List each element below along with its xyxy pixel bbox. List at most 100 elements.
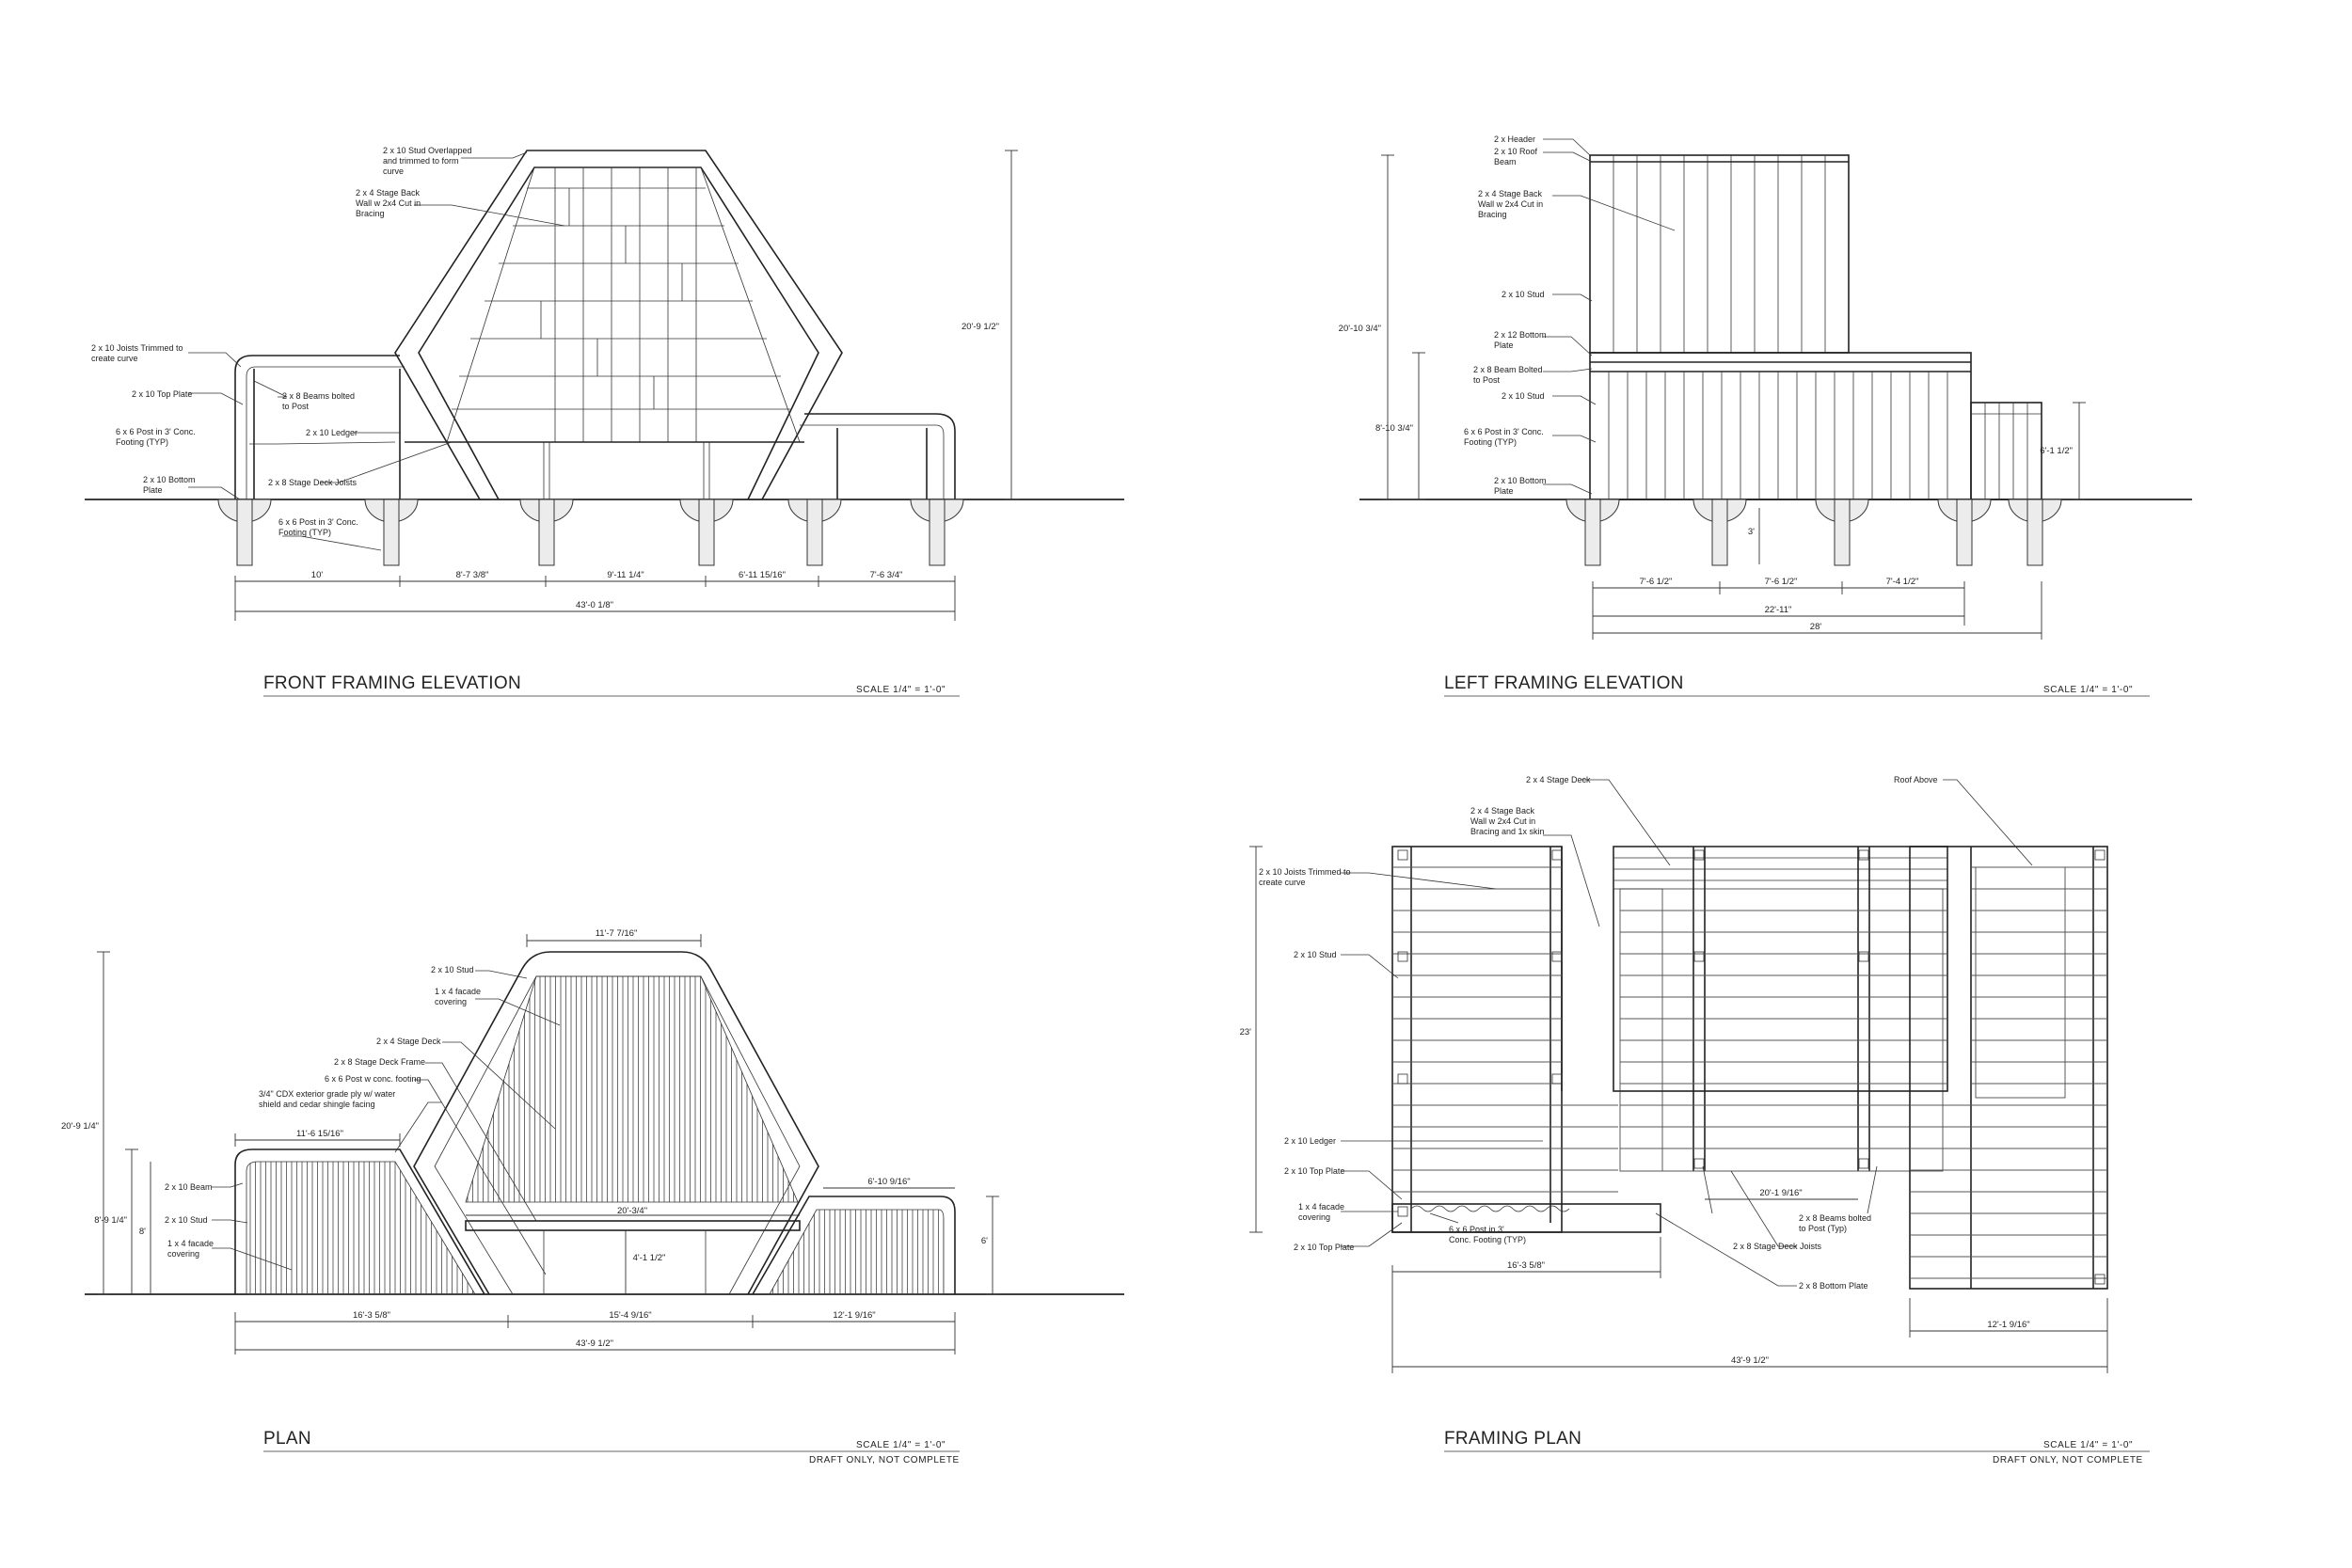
svg-text:create curve: create curve [91, 354, 138, 363]
plan-scale: SCALE 1/4" = 1'-0" [856, 1440, 946, 1450]
plan-dim-right-height: 6' [981, 1236, 988, 1246]
plan-right-outer [752, 1196, 956, 1295]
left-dim-overall-1: 22'-11" [1765, 605, 1792, 615]
front-framing-elevation: 10' 8'-7 3/8" 9'-11 1/4" 6'-11 15/16" 7'… [85, 146, 1124, 697]
left-lower-frame [1589, 352, 1972, 500]
svg-text:2 x 8 Bottom Plate: 2 x 8 Bottom Plate [1799, 1281, 1868, 1291]
front-scale: SCALE 1/4" = 1'-0" [856, 685, 946, 695]
svg-text:to Post (Typ): to Post (Typ) [1799, 1224, 1847, 1233]
svg-text:2 x 8 Beam Bolted: 2 x 8 Beam Bolted [1473, 365, 1543, 374]
svg-text:6 x 6 Post in 3' Conc.: 6 x 6 Post in 3' Conc. [278, 517, 358, 527]
svg-text:2 x 4 Stage Deck: 2 x 4 Stage Deck [376, 1037, 441, 1046]
framing-center-block [1613, 846, 1948, 1092]
plan-left-facade [246, 1161, 476, 1295]
svg-text:Wall w 2x4 Cut in: Wall w 2x4 Cut in [1470, 816, 1535, 826]
plan-dim-deck-height: 4'-1 1/2" [633, 1253, 666, 1263]
svg-text:Bracing: Bracing [1478, 210, 1507, 219]
svg-text:2 x 10 Stud: 2 x 10 Stud [1294, 950, 1337, 959]
svg-text:covering: covering [1298, 1212, 1330, 1222]
svg-text:Wall w 2x4 Cut in: Wall w 2x4 Cut in [1478, 199, 1543, 209]
svg-text:2 x 10 Stud: 2 x 10 Stud [165, 1215, 208, 1225]
front-dim-4: 6'-11 15/16" [739, 570, 786, 580]
svg-text:2 x 10 Top Plate: 2 x 10 Top Plate [132, 389, 192, 399]
plan-title: PLAN [263, 1429, 311, 1449]
svg-text:2 x 8 Beams bolted: 2 x 8 Beams bolted [1799, 1213, 1871, 1223]
plan-dim-deck: 20'-3/4" [617, 1206, 647, 1216]
svg-text:Plate: Plate [1494, 341, 1514, 350]
front-left-roof [234, 355, 400, 499]
framing-dim-overall: 43'-9 1/2" [1731, 1355, 1769, 1366]
front-outer-frame [394, 150, 843, 500]
framing-title: FRAMING PLAN [1444, 1429, 1581, 1449]
svg-text:2 x 8 Beams bolted: 2 x 8 Beams bolted [282, 391, 355, 401]
front-right-roof [804, 413, 956, 499]
plan-center-outer [413, 951, 819, 1295]
left-dim-annex: 6'-1 1/2" [2040, 446, 2073, 456]
left-dimensions [1381, 154, 2086, 640]
framing-leaders [1341, 779, 2033, 1287]
left-dim-lower: 8'-10 3/4" [1375, 423, 1413, 434]
svg-text:2 x 10 Stud Overlapped: 2 x 10 Stud Overlapped [383, 146, 472, 155]
front-dim-3: 9'-11 1/4" [607, 570, 644, 580]
plan-dim-2: 15'-4 9/16" [609, 1310, 651, 1321]
svg-text:2 x 4 Stage Back: 2 x 4 Stage Back [1470, 806, 1535, 816]
plan-dimensions [97, 934, 999, 1354]
left-dim-footing: 3' [1748, 527, 1755, 537]
plan-draft-note: DRAFT ONLY, NOT COMPLETE [809, 1455, 960, 1465]
plan-right-facade [769, 1209, 945, 1295]
svg-text:3/4" CDX exterior grade ply w/: 3/4" CDX exterior grade ply w/ water [259, 1089, 395, 1099]
plan-dim-overall: 43'-9 1/2" [576, 1338, 613, 1349]
svg-text:Footing (TYP): Footing (TYP) [116, 437, 168, 447]
front-dimensions [234, 150, 1018, 621]
svg-text:2 x 4 Stage Back: 2 x 4 Stage Back [356, 188, 421, 198]
front-back-wall [446, 166, 801, 443]
svg-text:2 x 10 Ledger: 2 x 10 Ledger [1284, 1136, 1336, 1146]
plan-center-facade [465, 975, 799, 1203]
svg-text:Plate: Plate [143, 485, 163, 495]
svg-text:Bracing and 1x skin: Bracing and 1x skin [1470, 827, 1545, 836]
left-lower-studs [1608, 372, 1948, 499]
plan-view: 11'-7 7/16" 11'-6 15/16" 6'-10 9/16" 20'… [61, 928, 1124, 1465]
svg-text:2 x 10 Bottom: 2 x 10 Bottom [1494, 476, 1547, 485]
framing-right-block [1909, 846, 2108, 1290]
left-dim-overall-2: 28' [1810, 622, 1822, 632]
front-leaders [188, 151, 565, 551]
svg-text:1 x 4 facade: 1 x 4 facade [1298, 1202, 1344, 1212]
svg-text:6 x 6 Post w conc. footing: 6 x 6 Post w conc. footing [325, 1074, 421, 1084]
svg-text:Conc. Footing (TYP): Conc. Footing (TYP) [1449, 1235, 1526, 1244]
svg-text:6 x 6 Post in 3' Conc.: 6 x 6 Post in 3' Conc. [116, 427, 196, 436]
left-notes: 2 x Header 2 x 10 Roof Beam 2 x 4 Stage … [1464, 135, 1547, 496]
left-back-wall [1589, 154, 1850, 354]
framing-center-joists [1620, 910, 1947, 1172]
plan-dim-3: 12'-1 9/16" [833, 1310, 875, 1321]
plan-dim-top: 11'-7 7/16" [596, 928, 638, 939]
plan-dim-height: 20'-9 1/4" [61, 1121, 99, 1132]
svg-text:2 x 10 Ledger: 2 x 10 Ledger [306, 428, 358, 437]
front-dim-5: 7'-6 3/4" [870, 570, 903, 580]
left-leaders [1543, 138, 1676, 495]
svg-text:2 x Header: 2 x Header [1494, 135, 1535, 144]
left-dim-3: 7'-4 1/2" [1886, 577, 1919, 587]
svg-text:2 x 10 Stud: 2 x 10 Stud [1502, 290, 1545, 299]
svg-text:Bracing: Bracing [356, 209, 385, 218]
plan-dim-1: 16'-3 5/8" [353, 1310, 390, 1321]
svg-text:Roof Above: Roof Above [1894, 775, 1938, 784]
svg-text:Wall w 2x4 Cut in: Wall w 2x4 Cut in [356, 198, 421, 208]
framing-plan: 23' 20'-1 9/16" 16'-3 5/8" 12'-1 9/16" 4… [1240, 775, 2150, 1465]
left-framing-elevation: 20'-10 3/4" 8'-10 3/4" 6'-1 1/2" 3' 7'-6… [1339, 135, 2192, 697]
front-title: FRONT FRAMING ELEVATION [263, 673, 521, 693]
svg-text:covering: covering [167, 1249, 199, 1259]
svg-text:2 x 10 Stud: 2 x 10 Stud [431, 965, 474, 974]
svg-text:to Post: to Post [1473, 375, 1501, 385]
framing-dimensions [1249, 846, 2108, 1373]
svg-text:2 x 10 Top Plate: 2 x 10 Top Plate [1284, 1166, 1344, 1176]
svg-text:to Post: to Post [282, 402, 310, 411]
svg-text:2 x 10 Stud: 2 x 10 Stud [1502, 391, 1545, 401]
svg-text:Footing (TYP): Footing (TYP) [278, 528, 331, 537]
front-back-wall-grid [452, 167, 790, 442]
framing-dim-center: 20'-1 9/16" [1759, 1188, 1802, 1198]
svg-text:2 x 8 Stage Deck Joists: 2 x 8 Stage Deck Joists [268, 478, 358, 487]
framing-right-joists [1910, 866, 2107, 1279]
svg-text:6 x 6 Post in 3' Conc.: 6 x 6 Post in 3' Conc. [1464, 427, 1544, 436]
